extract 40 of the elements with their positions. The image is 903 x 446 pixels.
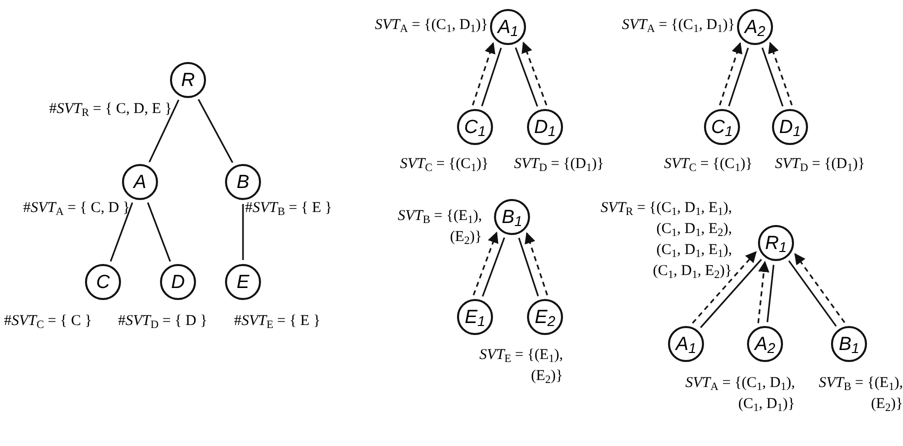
dashed-arrow (524, 232, 548, 296)
node-annotation: SVT$_{A}$ = {(C$_{1}$, D$_{1}$)} (374, 16, 488, 36)
tree-edge (110, 202, 134, 262)
node-annotation: SVT$_{D}$ = {(D$_{1}$)} (514, 155, 605, 175)
tree-edge (728, 48, 749, 106)
node-annotation: #SVT$_{E}$ = { E } (234, 312, 322, 332)
tree-edge (700, 258, 762, 328)
node-annotation: SVT$_{R}$ = {(C$_{1}$, D$_{1}$, E$_{1}$), (C$_{1}$, D$_{1}$, E$_{2}$), (C$_{1}$, D$_{1}$, E$_{1}$), (C$_{1}$, D$_{1}$, E$_{2}$)} (600, 199, 732, 282)
node-annotation: SVT$_{B}$ = {(E$_{1}$), (E$_{2}$)} (818, 374, 903, 415)
node-annotation: SVT$_{D}$ = {(D$_{1}$)} (775, 155, 866, 175)
dashed-arrow (472, 232, 498, 296)
tree-edge (198, 98, 234, 164)
dashed-arrow (757, 260, 770, 324)
node-annotation: #SVT$_{A}$ = { C, D } (22, 199, 130, 219)
node-annotation: SVT$_{E}$ = {(E$_{1}$), (E$_{2}$)} (478, 346, 563, 387)
tree-edge (766, 264, 774, 322)
dashed-arrow (472, 42, 496, 106)
node-annotation: SVT$_{A}$ = {(C$_{1}$, D$_{1}$), (C$_{1}$, D$_{1}$)} (684, 374, 795, 415)
dashed-arrow (522, 42, 548, 106)
tree-edge (518, 238, 539, 296)
node-annotation: #SVT$_{C}$ = { C } (4, 312, 93, 332)
tree-edge (482, 237, 506, 297)
tree-edge (147, 202, 171, 262)
tree-edge (788, 260, 837, 327)
tree-edge (242, 204, 244, 260)
node-annotation: #SVT$_{B}$ = { E } (245, 199, 334, 219)
node-annotation: #SVT$_{R}$ = { C, D, E } (48, 100, 172, 120)
dashed-arrow (768, 42, 793, 106)
tree-edge (762, 48, 784, 106)
dashed-arrow (692, 251, 757, 324)
tree-edge (514, 47, 538, 107)
node-annotation: SVT$_{B}$ = {(E$_{1}$), (E$_{2}$)} (396, 207, 482, 248)
node-annotation: SVT$_{C}$ = {(C$_{1}$)} (400, 155, 490, 175)
dashed-arrow (718, 42, 742, 106)
node-annotation: SVT$_{C}$ = {(C$_{1}$)} (664, 155, 754, 175)
tree-edge (148, 100, 180, 162)
node-annotation: SVT$_{A}$ = {(C$_{1}$, D$_{1}$)} (620, 16, 735, 36)
node-annotation: #SVT$_{D}$ = { D } (118, 312, 208, 332)
dashed-arrow (794, 253, 846, 323)
tree-edge (481, 48, 502, 106)
